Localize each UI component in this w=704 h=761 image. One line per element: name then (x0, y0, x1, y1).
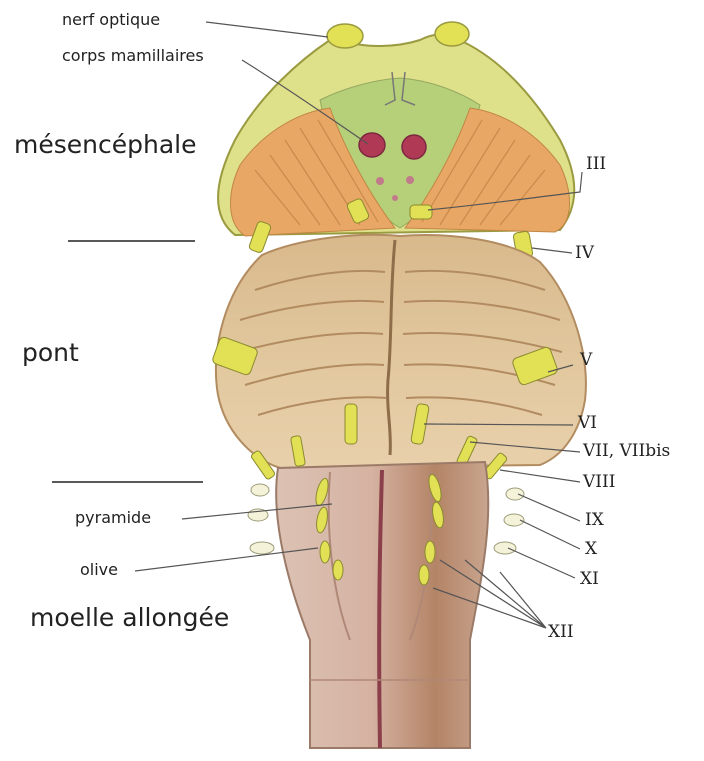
medulla-label: moelle allongée (30, 605, 229, 630)
optic-nerve-label: nerf optique (62, 12, 160, 28)
pons (211, 235, 586, 480)
nerve-iii-label: III (586, 156, 606, 173)
pyramid-label: pyramide (75, 510, 151, 526)
nerve-ix-label: IX (585, 512, 604, 529)
abducens-left (345, 404, 357, 444)
nerve-v-label: V (580, 352, 592, 369)
olive-label: olive (80, 562, 118, 578)
midbrain (218, 22, 574, 259)
nerve-vi-label: VI (578, 415, 597, 432)
nerve-xii-label: XII (548, 624, 574, 641)
nerve-viii-label: VIII (583, 474, 615, 491)
nerve-x-label: X (585, 541, 597, 558)
pons-label: pont (22, 340, 79, 365)
pons-body (216, 235, 586, 468)
nerve-stub-iii-right (410, 205, 432, 219)
mamillary-bodies-label: corps mamillaires (62, 48, 204, 64)
nerve-vii-label: VII, VIIbis (583, 443, 670, 460)
optic-nerve-right (435, 22, 469, 46)
nerve-iv-label: IV (575, 245, 594, 262)
mamillary-body-right (402, 135, 426, 159)
mamillary-body-left (359, 133, 385, 157)
midbrain-label: mésencéphale (14, 132, 196, 157)
optic-nerve-left (327, 24, 363, 48)
nerve-xi-label: XI (580, 571, 599, 588)
